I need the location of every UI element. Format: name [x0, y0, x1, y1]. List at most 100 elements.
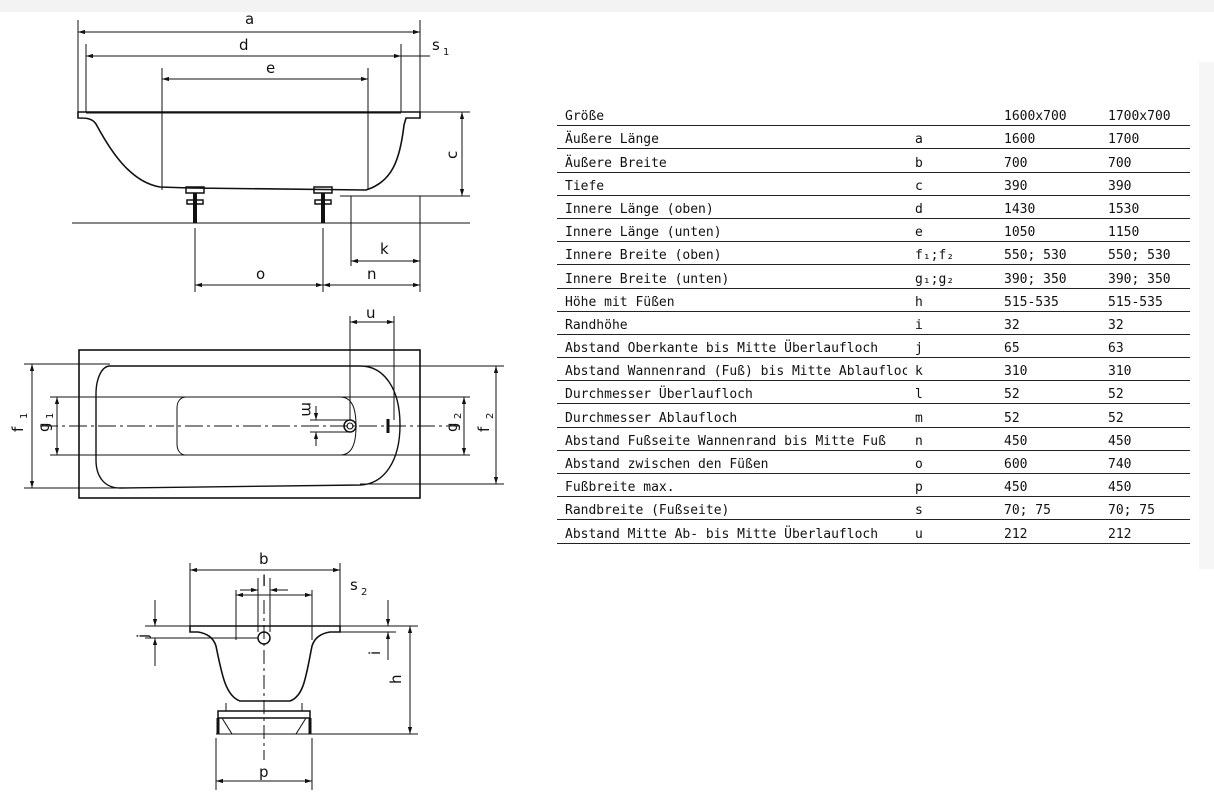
table-row: Abstand Mitte Ab- bis Mitte Überlaufloch… [557, 519, 1190, 544]
table-cell: 52 [996, 380, 1100, 405]
label-o: o [256, 265, 265, 283]
table-cell: e [907, 218, 996, 243]
label-u: u [366, 304, 376, 322]
table-cell: 450 [996, 473, 1100, 498]
label-s1-sub: 1 [443, 47, 449, 58]
label-s2: s [350, 576, 358, 594]
foot-left [185, 186, 205, 223]
table-header-cell: 1700x700 [1100, 103, 1190, 127]
table-cell: l [907, 380, 996, 405]
label-m: m [298, 402, 316, 417]
table-cell: Fußbreite max. [557, 473, 907, 498]
table-cell: j [907, 334, 996, 359]
label-l: l [262, 572, 266, 590]
table-cell: Höhe mit Füßen [557, 288, 907, 312]
label-s1: s [432, 36, 440, 54]
table-cell: 450 [996, 427, 1100, 451]
table-cell: 450 [1100, 427, 1190, 451]
label-s2-sub: 2 [361, 587, 367, 598]
table-cell: 212 [1100, 519, 1190, 544]
top-view [24, 316, 504, 499]
table-cell: 32 [996, 311, 1100, 335]
label-i: i [366, 651, 384, 655]
table-cell: 1530 [1100, 195, 1190, 219]
side-view [72, 20, 470, 292]
label-p: p [259, 763, 269, 781]
table-header-cell: 1600x700 [996, 103, 1100, 127]
table-cell: a [907, 125, 996, 150]
table-cell: 390 [1100, 172, 1190, 196]
table-cell: b [907, 148, 996, 173]
label-d: d [239, 36, 249, 54]
table-cell: k [907, 357, 996, 382]
table-row: Abstand Fußseite Wannenrand bis Mitte Fu… [557, 427, 1190, 451]
label-f2-sub: 2 [485, 413, 496, 419]
label-n: n [367, 265, 377, 283]
label-g2-sub: 2 [453, 413, 464, 419]
table-cell: 212 [996, 519, 1100, 544]
table-cell: o [907, 450, 996, 475]
table-cell: 310 [1100, 357, 1190, 382]
label-b: b [259, 550, 269, 568]
table-cell: Abstand Wannenrand (Fuß) bis Mitte Ablau… [557, 357, 907, 382]
right-scroll-strip [1199, 62, 1214, 569]
table-cell: m [907, 403, 996, 428]
table-row: Abstand Wannenrand (Fuß) bis Mitte Ablau… [557, 357, 1190, 382]
table-cell: 63 [1100, 334, 1190, 359]
table-cell: 1600 [996, 125, 1100, 150]
table-cell: p [907, 473, 996, 498]
label-g1-sub: 1 [45, 413, 56, 419]
table-header-cell: Größe [557, 103, 907, 127]
table-cell: n [907, 427, 996, 451]
table-cell: s [907, 496, 996, 521]
table-cell: 52 [1100, 380, 1190, 405]
table-cell: Innere Breite (oben) [557, 241, 907, 266]
table-cell: Randhöhe [557, 311, 907, 335]
table-cell: 700 [996, 148, 1100, 173]
table-cell: h [907, 288, 996, 312]
label-c: c [443, 151, 461, 159]
label-k: k [380, 240, 389, 258]
table-cell: Abstand Fußseite Wannenrand bis Mitte Fu… [557, 427, 907, 451]
table-cell: g₁;g₂ [907, 264, 996, 289]
table-cell: 700 [1100, 148, 1190, 173]
table-cell: i [907, 311, 996, 335]
table-row: Abstand Oberkante bis Mitte Überlaufloch… [557, 334, 1190, 359]
table-cell: Abstand Mitte Ab- bis Mitte Überlaufloch [557, 519, 907, 544]
table-cell: 450 [1100, 473, 1190, 498]
table-cell: 550; 530 [1100, 241, 1190, 266]
table-cell: 515-535 [996, 288, 1100, 312]
label-f1: f [9, 426, 27, 432]
table-cell: 1430 [996, 195, 1100, 219]
table-cell: Innere Länge (unten) [557, 218, 907, 243]
table-cell: 550; 530 [996, 241, 1100, 266]
table-cell: 515-535 [1100, 288, 1190, 312]
table-cell: Innere Länge (oben) [557, 195, 907, 219]
label-e: e [266, 59, 275, 77]
table-cell: 1700 [1100, 125, 1190, 150]
table-cell: u [907, 519, 996, 544]
table-cell: 390; 350 [1100, 264, 1190, 289]
label-j: j [134, 634, 152, 639]
label-g1: g [35, 422, 53, 432]
table-cell: 52 [996, 403, 1100, 428]
table-cell: Äußere Länge [557, 125, 907, 150]
table-cell: f₁;f₂ [907, 241, 996, 266]
table-cell: 32 [1100, 311, 1190, 335]
top-bar [0, 0, 1214, 12]
front-view [145, 563, 418, 790]
